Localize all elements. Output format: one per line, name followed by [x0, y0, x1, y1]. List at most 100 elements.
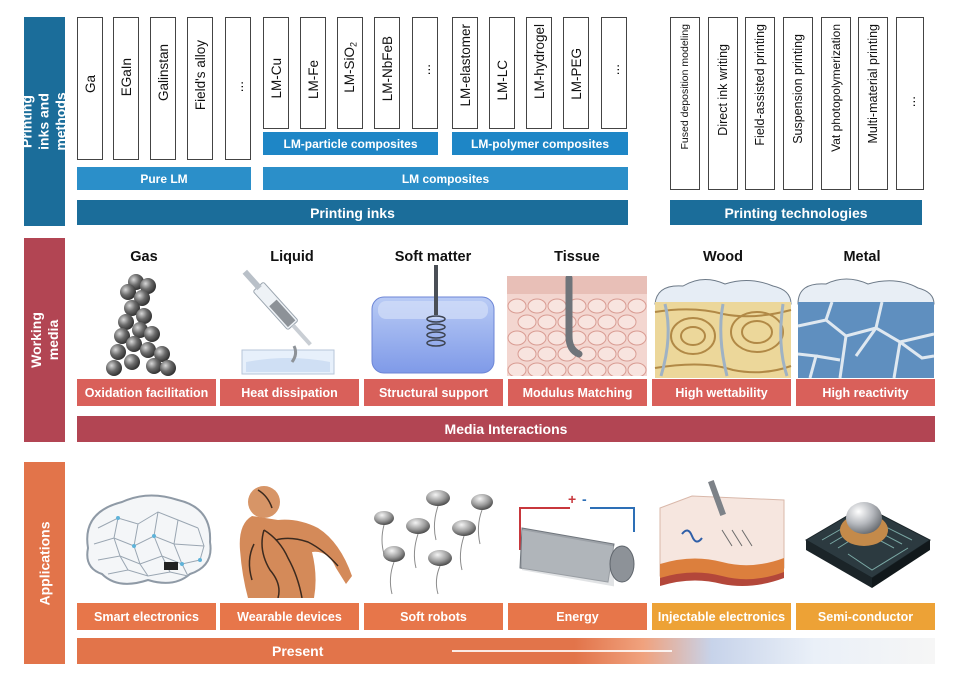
tissue-cells-illustration: [507, 276, 647, 376]
tech-box-multi-material: Multi-material printing: [858, 17, 888, 190]
section-working-media: Working media: [24, 238, 65, 442]
printing-inks-label: Printing inks: [310, 204, 395, 221]
ink-label: LM-SiO2: [342, 42, 359, 93]
app-label: Soft robots: [400, 609, 467, 624]
section-inks-methods: Printing inks and methods: [19, 17, 69, 226]
app-label: Injectable electronics: [657, 609, 786, 624]
ink-box-polymer-more: ...: [601, 17, 627, 129]
lm-composites-label: LM composites: [401, 171, 490, 186]
media-role-label: High reactivity: [822, 385, 909, 400]
printing-technologies-bar: Printing technologies: [670, 200, 922, 225]
ink-label: LM-hydrogel: [531, 24, 547, 100]
media-role-wettability: High wettability: [652, 379, 791, 406]
section-inks-methods-label: Printing inks and methods: [19, 92, 69, 151]
wearable-human-illustration: [239, 486, 352, 598]
ink-label: EGaIn: [118, 58, 134, 97]
media-role-modulus: Modulus Matching: [508, 379, 647, 406]
media-role-label: Heat dissipation: [241, 385, 338, 400]
ink-label: LM-Fe: [305, 60, 321, 100]
ink-label: ...: [230, 81, 246, 93]
media-role-label: Oxidation facilitation: [84, 385, 209, 400]
media-interactions-bar: Media Interactions: [77, 416, 935, 442]
tech-box-suspension: Suspension printing: [783, 17, 813, 190]
printing-inks-bar: Printing inks: [77, 200, 628, 225]
tech-box-vat: Vat photopolymerization: [821, 17, 851, 190]
app-semiconductor: Semi-conductor: [796, 603, 935, 630]
ink-label: Galinstan: [155, 44, 171, 102]
app-soft-robots: Soft robots: [364, 603, 503, 630]
ink-box-lm-fe: LM-Fe: [300, 17, 326, 129]
ink-label: Ga: [82, 75, 98, 94]
ink-label-text: LM-SiO: [341, 47, 357, 93]
ink-label: LM-LC: [494, 60, 510, 101]
tech-label: Fused deposition modeling: [679, 24, 691, 150]
media-title-tissue: Tissue: [554, 249, 600, 265]
ink-label: LM-Cu: [268, 58, 284, 99]
app-wearable-devices: Wearable devices: [220, 603, 359, 630]
app-label: Energy: [556, 609, 599, 624]
polymer-composites-bar: LM-polymer composites: [452, 132, 628, 155]
energy-battery-illustration: + -: [519, 491, 635, 587]
media-title-metal: Metal: [843, 249, 881, 265]
pure-lm-bar: Pure LM: [77, 167, 251, 190]
ink-label: ...: [417, 64, 433, 76]
tech-box-field-assisted: Field-assisted printing: [745, 17, 775, 190]
ink-box-ga: Ga: [77, 17, 103, 160]
printing-technologies-label: Printing technologies: [724, 204, 868, 221]
media-interactions-label: Media Interactions: [444, 421, 568, 437]
ink-box-lm-sio2: LM-SiO2: [337, 17, 363, 129]
ink-box-lm-lc: LM-LC: [489, 17, 515, 129]
particle-composites-bar: LM-particle composites: [263, 132, 438, 155]
ink-box-lm-hydrogel: LM-hydrogel: [526, 17, 552, 129]
gas-spheres-illustration: [106, 274, 176, 376]
present-label: Present: [272, 643, 324, 659]
pure-lm-label: Pure LM: [140, 171, 188, 186]
ink-box-egain: EGaIn: [113, 17, 139, 160]
ink-box-galinstan: Galinstan: [150, 17, 176, 160]
ink-box-lm-cu: LM-Cu: [263, 17, 289, 129]
media-role-label: High wettability: [675, 385, 768, 400]
energy-minus-sign: -: [582, 491, 587, 507]
section-applications-label: Applications: [36, 520, 53, 606]
present-bar-highlight: [452, 650, 672, 652]
media-title-gas: Gas: [130, 249, 158, 265]
ink-box-fields-alloy: Field's alloy: [187, 17, 213, 160]
media-role-heat: Heat dissipation: [220, 379, 359, 406]
semiconductor-chip-illustration: [805, 502, 931, 588]
ink-label: LM-PEG: [568, 48, 584, 100]
tech-box-diw: Direct ink writing: [708, 17, 738, 190]
tech-box-fdm: Fused deposition modeling: [670, 17, 700, 190]
ink-label: ...: [606, 64, 622, 76]
app-label: Smart electronics: [94, 609, 199, 624]
app-label: Semi-conductor: [817, 609, 914, 624]
tech-label: Field-assisted printing: [753, 24, 767, 146]
particle-composites-label: LM-particle composites: [283, 136, 418, 151]
liquid-syringe-illustration: [241, 269, 335, 375]
app-label: Wearable devices: [237, 609, 342, 624]
media-role-label: Structural support: [378, 385, 489, 400]
app-energy: Energy: [508, 603, 647, 630]
section-working-media-label: Working media: [27, 312, 61, 368]
metal-grain-illustration: [797, 278, 935, 378]
media-title-liquid: Liquid: [270, 249, 314, 265]
polymer-composites-label: LM-polymer composites: [470, 136, 610, 151]
ink-box-lm-nbfeb: LM-NbFeB: [374, 17, 400, 129]
app-injectable-electronics: Injectable electronics: [652, 603, 791, 630]
tech-label: Multi-material printing: [866, 24, 880, 144]
tech-label: Direct ink writing: [716, 44, 730, 136]
section-applications: Applications: [24, 462, 65, 664]
media-role-label: Modulus Matching: [522, 385, 633, 400]
tech-label: ...: [902, 96, 918, 108]
ink-box-particle-more: ...: [412, 17, 438, 129]
app-smart-electronics: Smart electronics: [77, 603, 216, 630]
media-role-oxidation: Oxidation facilitation: [77, 379, 216, 406]
ink-box-lm-peg: LM-PEG: [563, 17, 589, 129]
tech-box-more: ...: [896, 17, 924, 190]
soft-robots-jellyfish-illustration: [374, 490, 493, 595]
media-role-structural: Structural support: [364, 379, 503, 406]
media-role-reactivity: High reactivity: [796, 379, 935, 406]
tech-label: Suspension printing: [791, 34, 805, 144]
injectable-electronics-illustration: [659, 480, 785, 586]
smart-electronics-brain-illustration: [86, 494, 212, 585]
soft-matter-gel-illustration: [371, 265, 495, 374]
